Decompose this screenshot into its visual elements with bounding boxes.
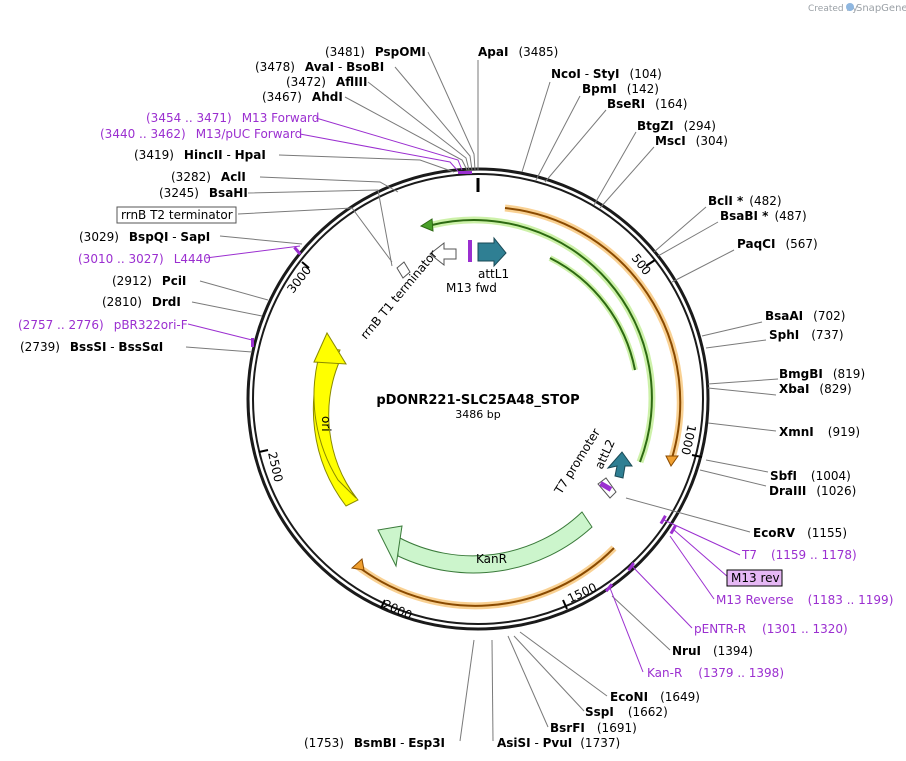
site-avai-bsobi: (3478)AvaI - BsoBI xyxy=(255,60,384,74)
primer-kan-r: Kan-R(1379 .. 1398) xyxy=(647,666,784,680)
site-leaders xyxy=(185,51,779,742)
backbone-inner xyxy=(252,173,704,625)
snapgene-logo-icon xyxy=(846,3,854,11)
tick-mark-3000 xyxy=(301,261,310,269)
plasmid-length: 3486 bp xyxy=(455,408,500,421)
tick-mark-2500 xyxy=(258,449,269,453)
primer-mark-t7 xyxy=(659,515,667,525)
tick-label-2500: 2500 xyxy=(265,451,286,484)
primer-t7: T7(1159 .. 1178) xyxy=(741,548,857,562)
ori-arrow-head xyxy=(313,331,347,365)
m13-fwd-primer-mark xyxy=(468,240,472,262)
green-arc-outer-core xyxy=(431,219,653,463)
site-bsrfi: BsrFI(1691) xyxy=(550,721,637,735)
site-bsabi: BsaBI *(487) xyxy=(720,209,807,223)
site-sbfi: SbfI(1004) xyxy=(770,469,851,483)
primer-pentr-r: pENTR-R(1301 .. 1320) xyxy=(694,622,848,636)
site-acli: (3282)AclI xyxy=(171,170,246,184)
site-bmgbi: BmgBI(819) xyxy=(779,367,865,381)
site-nrui: NruI(1394) xyxy=(672,644,753,658)
attl1-feature xyxy=(477,236,507,268)
ori-label: ori xyxy=(319,416,333,432)
primer-l4440: (3010 .. 3027)L4440 xyxy=(78,252,211,266)
orange-arc-bottom-head xyxy=(350,558,365,571)
site-bspqi-sapi: (3029)BspQI - SapI xyxy=(79,230,210,244)
tick-mark-500 xyxy=(645,259,656,267)
brand-text: SnapGene xyxy=(856,3,906,14)
primer-m13-forward: (3454 .. 3471)M13 Forward xyxy=(146,111,319,125)
m13-fwd-label: M13 fwd xyxy=(446,281,497,295)
primer-mark-pentr xyxy=(627,562,635,572)
primer-m13-rev-box xyxy=(726,569,783,587)
green-arc-outer-head xyxy=(419,218,434,232)
site-apai: ApaI(3485) xyxy=(478,45,558,59)
rrnb-t2-terminator-label: rrnB T2 terminator xyxy=(121,208,233,222)
site-econi: EcoNI(1649) xyxy=(610,690,700,704)
credit-text: Created by xyxy=(808,4,858,14)
site-afliii: (3472)AflIII xyxy=(286,75,367,89)
site-xmni: XmnI(919) xyxy=(779,425,860,439)
primer-mark-kan xyxy=(605,583,614,593)
rrnb-t1-terminator-label: rrnB T1 terminator xyxy=(358,247,441,342)
site-bpmi: BpmI(142) xyxy=(582,82,659,96)
site-asisi-pvui: AsiSI - PvuI(1737) xyxy=(497,736,620,750)
primer-mark-m13-reverse xyxy=(669,525,677,535)
site-ahdi: (3467)AhdI xyxy=(262,90,343,104)
site-ecorv: EcoRV(1155) xyxy=(753,526,847,540)
primer-mark-m13-forward xyxy=(458,171,472,174)
primer-mark-pbr322ori xyxy=(251,338,254,347)
site-sspi: SspI(1662) xyxy=(585,705,668,719)
primer-leaders xyxy=(187,117,741,673)
primer-pbr322ori-f: (2757 .. 2776)pBR322ori-F xyxy=(18,318,188,332)
site-paqci: PaqCI(567) xyxy=(737,237,818,251)
rrnb-t2-terminator-box xyxy=(116,206,237,224)
site-btgzi: BtgZI(294) xyxy=(637,119,716,133)
rrnb-t1-terminator-feature xyxy=(396,261,411,279)
attl1-label: attL1 xyxy=(478,267,509,281)
primer-m13-reverse: M13 Reverse(1183 .. 1199) xyxy=(716,593,893,607)
orange-arc-top-core xyxy=(504,207,682,459)
orange-arc-top-head xyxy=(665,455,679,467)
kanr-label: KanR xyxy=(476,552,507,566)
site-msci: MscI(304) xyxy=(655,134,728,148)
tick-label-1000: 1000 xyxy=(678,423,699,456)
site-pcii: (2912)PciI xyxy=(112,274,186,288)
kanr-arrow-head xyxy=(377,525,403,568)
t7-primer-mark xyxy=(599,481,613,492)
tick-mark-1000 xyxy=(691,454,703,458)
green-arc-inner xyxy=(548,255,638,371)
site-sphi: SphI(737) xyxy=(769,328,844,342)
site-pspomi: (3481)PspOMI xyxy=(325,45,426,59)
site-bcli: BclI *(482) xyxy=(708,194,782,208)
site-bsahi: (3245)BsaHI xyxy=(159,186,248,200)
site-xbai: XbaI(829) xyxy=(779,382,852,396)
site-bsmbi-esp3i: (1753)BsmBI - Esp3I xyxy=(304,736,445,750)
site-drdi: (2810)DrdI xyxy=(102,295,181,309)
kanr-feature xyxy=(397,511,593,574)
primer-m13-puc-forward: (3440 .. 3462)M13/pUC Forward xyxy=(100,127,302,141)
site-hincii-hpai: (3419)HincII - HpaI xyxy=(134,148,266,162)
site-bsaai: BsaAI(702) xyxy=(765,309,845,323)
primer-m13-rev: M13 rev xyxy=(731,571,780,585)
arrow-outline-left xyxy=(429,241,457,267)
site-ncoi-styi: NcoI - StyI(104) xyxy=(551,67,662,81)
site-bsssi: (2739)BssSI - BssSαI xyxy=(20,340,163,354)
tick-mark-2000 xyxy=(380,599,386,609)
tick-mark-1500 xyxy=(562,599,568,610)
primer-mark-l4440 xyxy=(293,246,302,256)
orange-arc-bottom-core xyxy=(355,547,615,607)
plasmid-name: pDONR221-SLC25A48_STOP xyxy=(376,393,579,408)
site-bseri: BseRI(164) xyxy=(607,97,687,111)
tick-label-2000: 2000 xyxy=(381,597,415,623)
site-draiii: DraIII(1026) xyxy=(769,484,856,498)
ori-body xyxy=(313,359,357,499)
green-arc-inner-core xyxy=(549,257,636,371)
attl2-feature xyxy=(606,451,633,479)
